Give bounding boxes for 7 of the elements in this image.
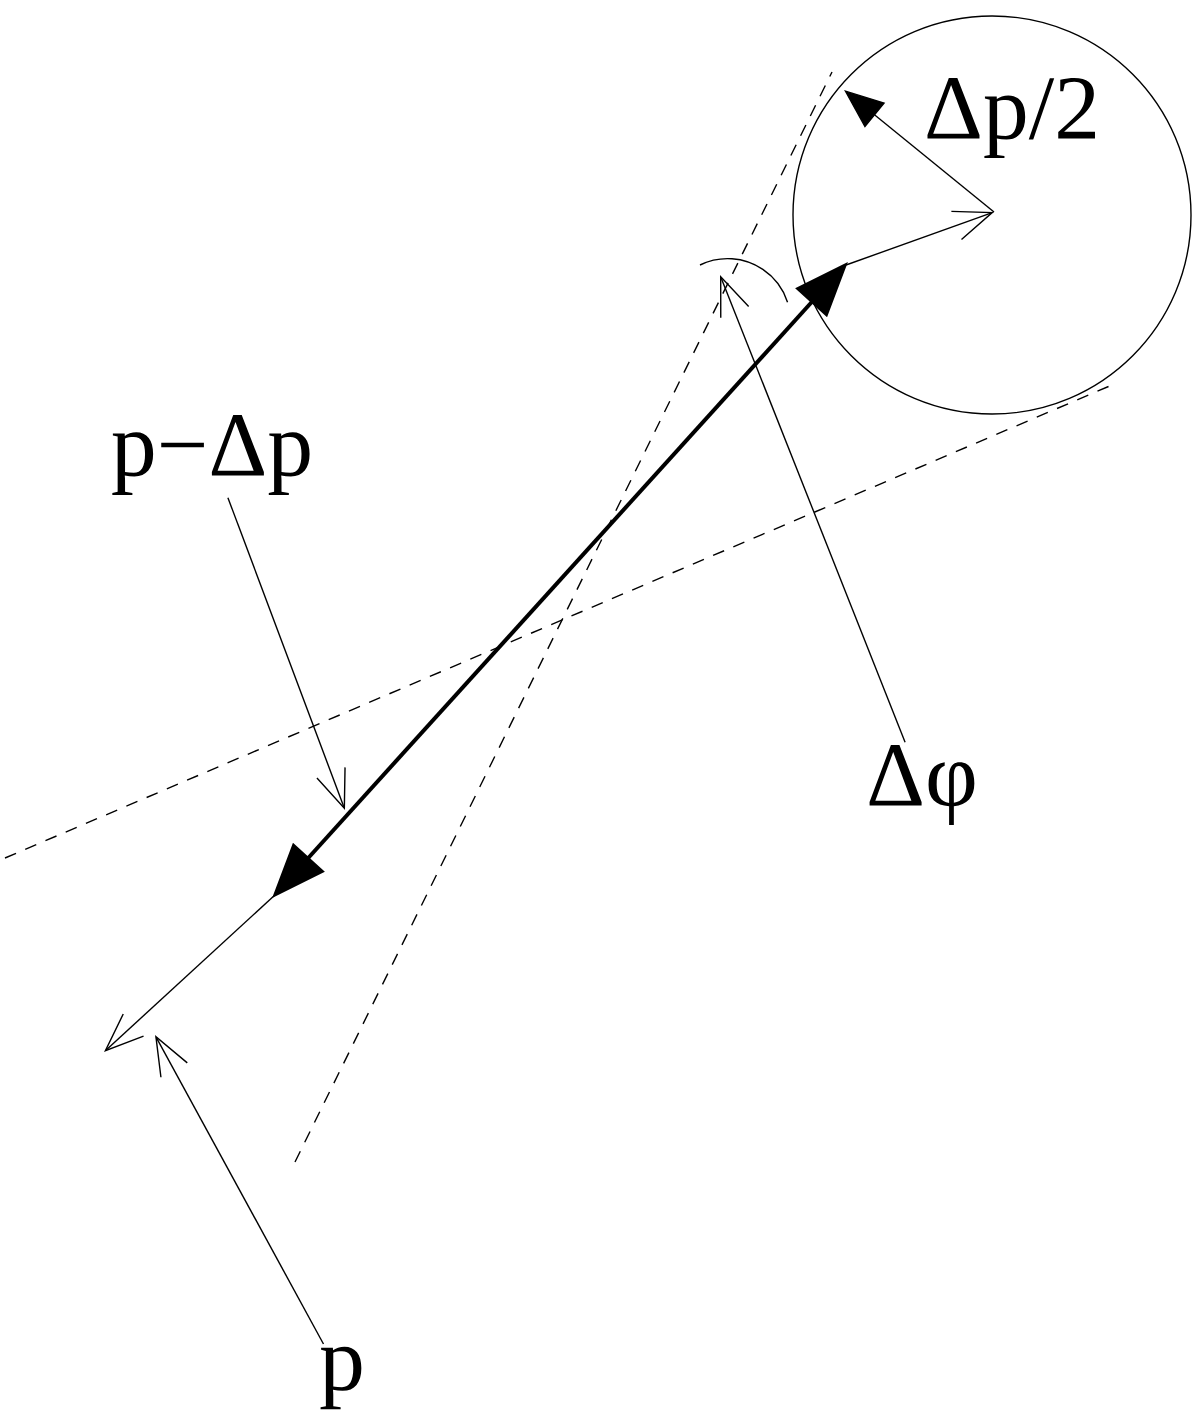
- label-text: p−Δp: [112, 415, 310, 495]
- label-text: Δφ: [869, 745, 975, 825]
- label-text: p: [320, 1346, 362, 1410]
- leader-line: [720, 275, 906, 743]
- dimension-label: Δp/2: [927, 77, 1095, 159]
- leader-line: [155, 1035, 325, 1345]
- leader-line: [227, 497, 346, 810]
